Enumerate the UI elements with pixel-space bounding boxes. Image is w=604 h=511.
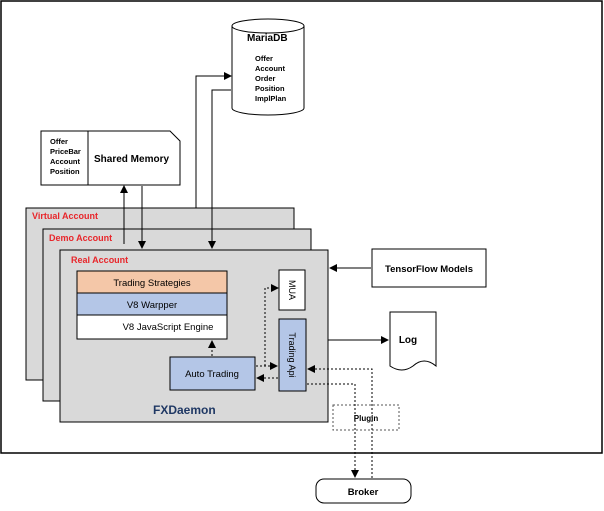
db-item-implplan: ImplPlan — [255, 94, 287, 103]
trading-strategies-label: Trading Strategies — [113, 278, 191, 289]
trading-api-box — [278, 318, 307, 392]
plugin-box — [332, 404, 400, 431]
trading-api-label: Trading Api — [287, 332, 297, 377]
mua-label: MUA — [287, 280, 297, 300]
db-item-account: Account — [255, 64, 286, 73]
db-item-position: Position — [255, 84, 285, 93]
mariadb-cylinder — [231, 18, 305, 116]
arrow-api-to-broker — [307, 383, 359, 478]
auto-trading-label: Auto Trading — [185, 369, 239, 380]
shm-item-position: Position — [50, 167, 80, 176]
shared-memory-box — [40, 130, 181, 186]
shm-item-pricebar: PriceBar — [50, 147, 81, 156]
tensorflow-box — [371, 248, 487, 288]
plugin-label: Plugin — [354, 414, 379, 423]
v8-wrapper-box — [76, 292, 228, 316]
tensorflow-label: TensorFlow Models — [385, 264, 473, 275]
demo-account-label: Demo Account — [49, 233, 112, 243]
shm-item-account: Account — [50, 157, 81, 166]
db-item-offer: Offer — [255, 54, 273, 63]
mariadb-title: MariaDB — [247, 33, 288, 44]
arrow-broker-to-api — [307, 365, 373, 478]
shm-item-offer: Offer — [50, 137, 68, 146]
broker-box — [315, 478, 412, 504]
db-item-order: Order — [255, 74, 276, 83]
fxdaemon-label: FXDaemon — [153, 403, 216, 417]
log-document — [389, 311, 437, 371]
arrow-auto-trading-to-mua — [264, 284, 279, 366]
v8-wrapper-label: V8 Warpper — [127, 300, 177, 311]
arrow-account-to-mariadb — [195, 72, 232, 208]
mua-box — [278, 269, 306, 311]
broker-label: Broker — [348, 487, 379, 498]
virtual-account-label: Virtual Account — [32, 211, 98, 221]
log-label: Log — [399, 335, 417, 346]
real-account-label: Real Account — [71, 255, 128, 265]
v8-engine-label: V8 JavaScript Engine — [123, 322, 214, 333]
shared-memory-title: Shared Memory — [94, 154, 169, 165]
arrow-mariadb-to-account — [208, 89, 231, 249]
auto-trading-box — [169, 356, 256, 391]
